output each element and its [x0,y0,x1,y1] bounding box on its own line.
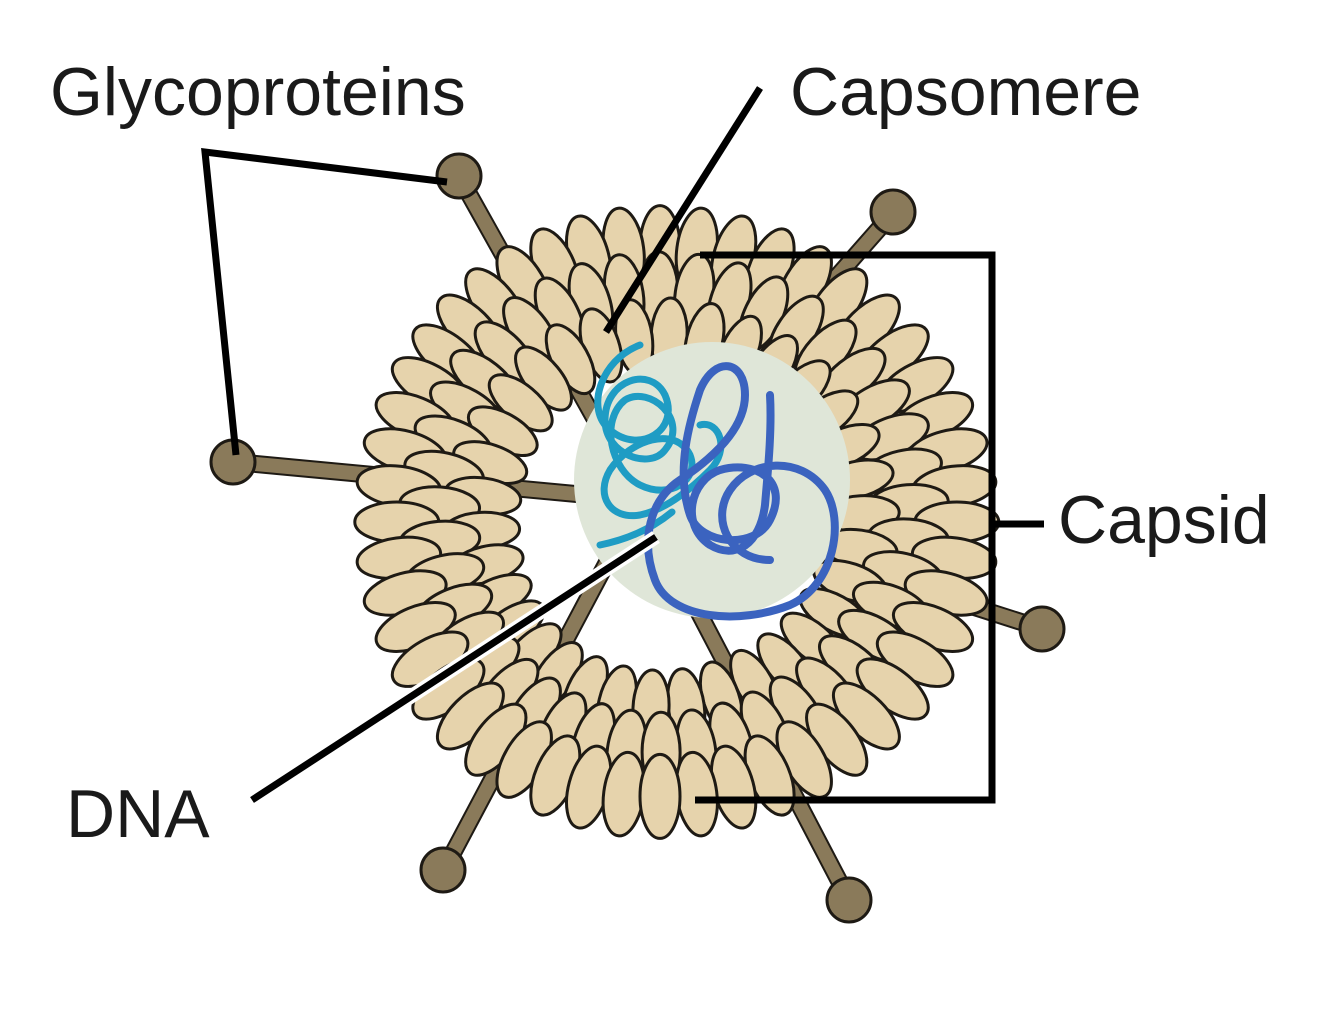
dna-leader [250,534,658,803]
dna-label: DNA [66,776,210,852]
nucleic-acid-core [574,342,850,618]
capsomere-label: Capsomere [790,54,1142,130]
capsomere-leader [603,86,763,334]
capsomere [638,752,682,840]
dna-strand-dark [644,362,839,621]
dna-strand-light [594,341,725,520]
dna-strand [594,341,839,621]
glycoproteins-label: Glycoproteins [50,54,466,130]
capsid-label: Capsid [1058,482,1270,558]
dna-strand-light [596,508,676,549]
glycoproteins-leader [201,147,448,456]
leader-lines [201,86,1044,804]
